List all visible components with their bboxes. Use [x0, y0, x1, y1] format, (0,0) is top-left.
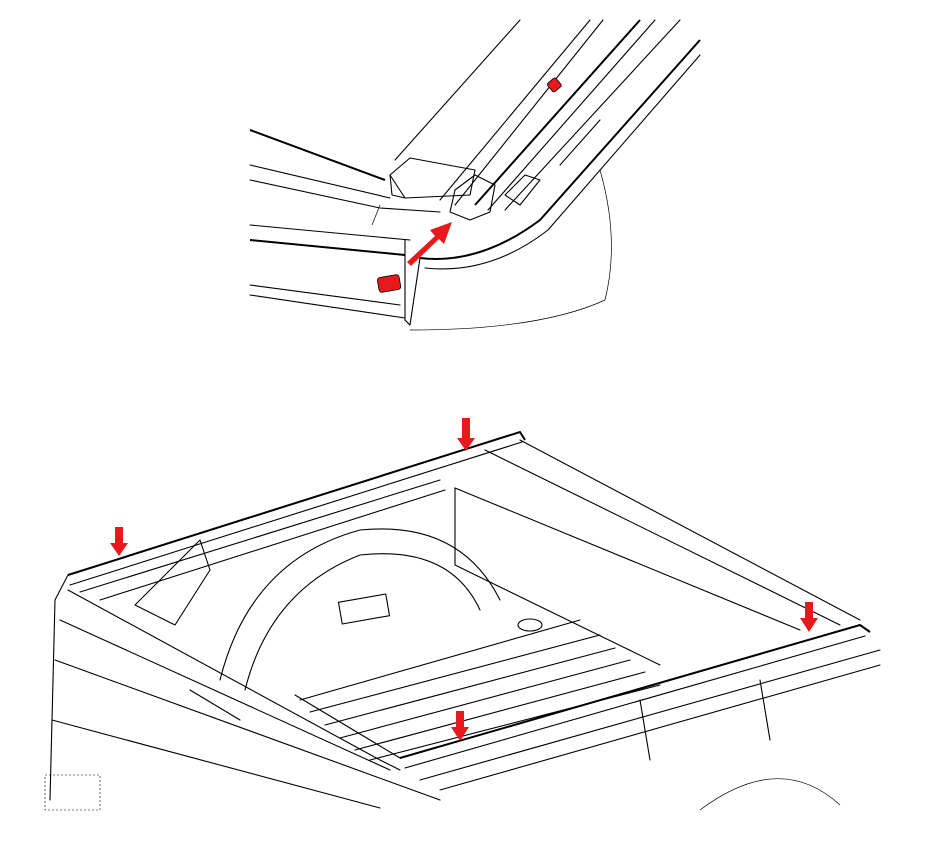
arrow-down-icon — [457, 418, 475, 451]
detail-inset-rail-end — [249, 19, 701, 331]
end-cap-marker — [377, 274, 402, 293]
insert-arrow-icon — [407, 222, 452, 266]
rail-marker — [546, 77, 562, 93]
arrow-down-icon — [451, 711, 469, 741]
truck-bed-view — [44, 418, 881, 811]
arrow-down-icon — [110, 527, 128, 556]
arrow-down-icon — [800, 602, 818, 632]
